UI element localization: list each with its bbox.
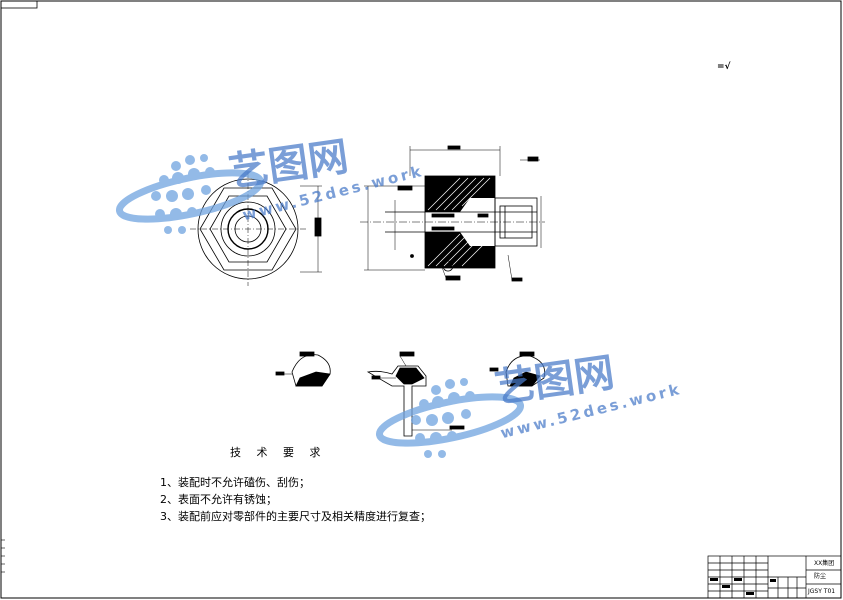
title-block-company: XX集团	[814, 560, 835, 567]
watermark-logo-1	[115, 154, 265, 234]
left-margin-ticks	[1, 539, 5, 573]
title-block	[707, 555, 842, 599]
detail-view-3	[489, 351, 546, 387]
technical-requirement-2: 2、表面不允许有锈蚀；	[160, 493, 277, 506]
technical-requirement-1: 1、装配时不允许磕伤、刮伤；	[160, 476, 310, 489]
title-block-part-name: 防尘	[814, 573, 827, 580]
corner-tag	[0, 0, 38, 9]
section-view	[360, 145, 545, 282]
detail-view-1	[275, 351, 331, 387]
technical-requirement-3: 3、装配前应对零部件的主要尺寸及相关精度进行复查；	[160, 510, 431, 523]
technical-requirements-title: 技 术 要 求	[230, 446, 327, 459]
detail-view-2	[366, 351, 465, 437]
watermark-logo-2	[375, 378, 525, 458]
title-block-drawing-no: JGSY T01	[808, 588, 836, 595]
front-view-hex	[190, 172, 322, 286]
surface-roughness-mark: =√	[717, 62, 731, 72]
